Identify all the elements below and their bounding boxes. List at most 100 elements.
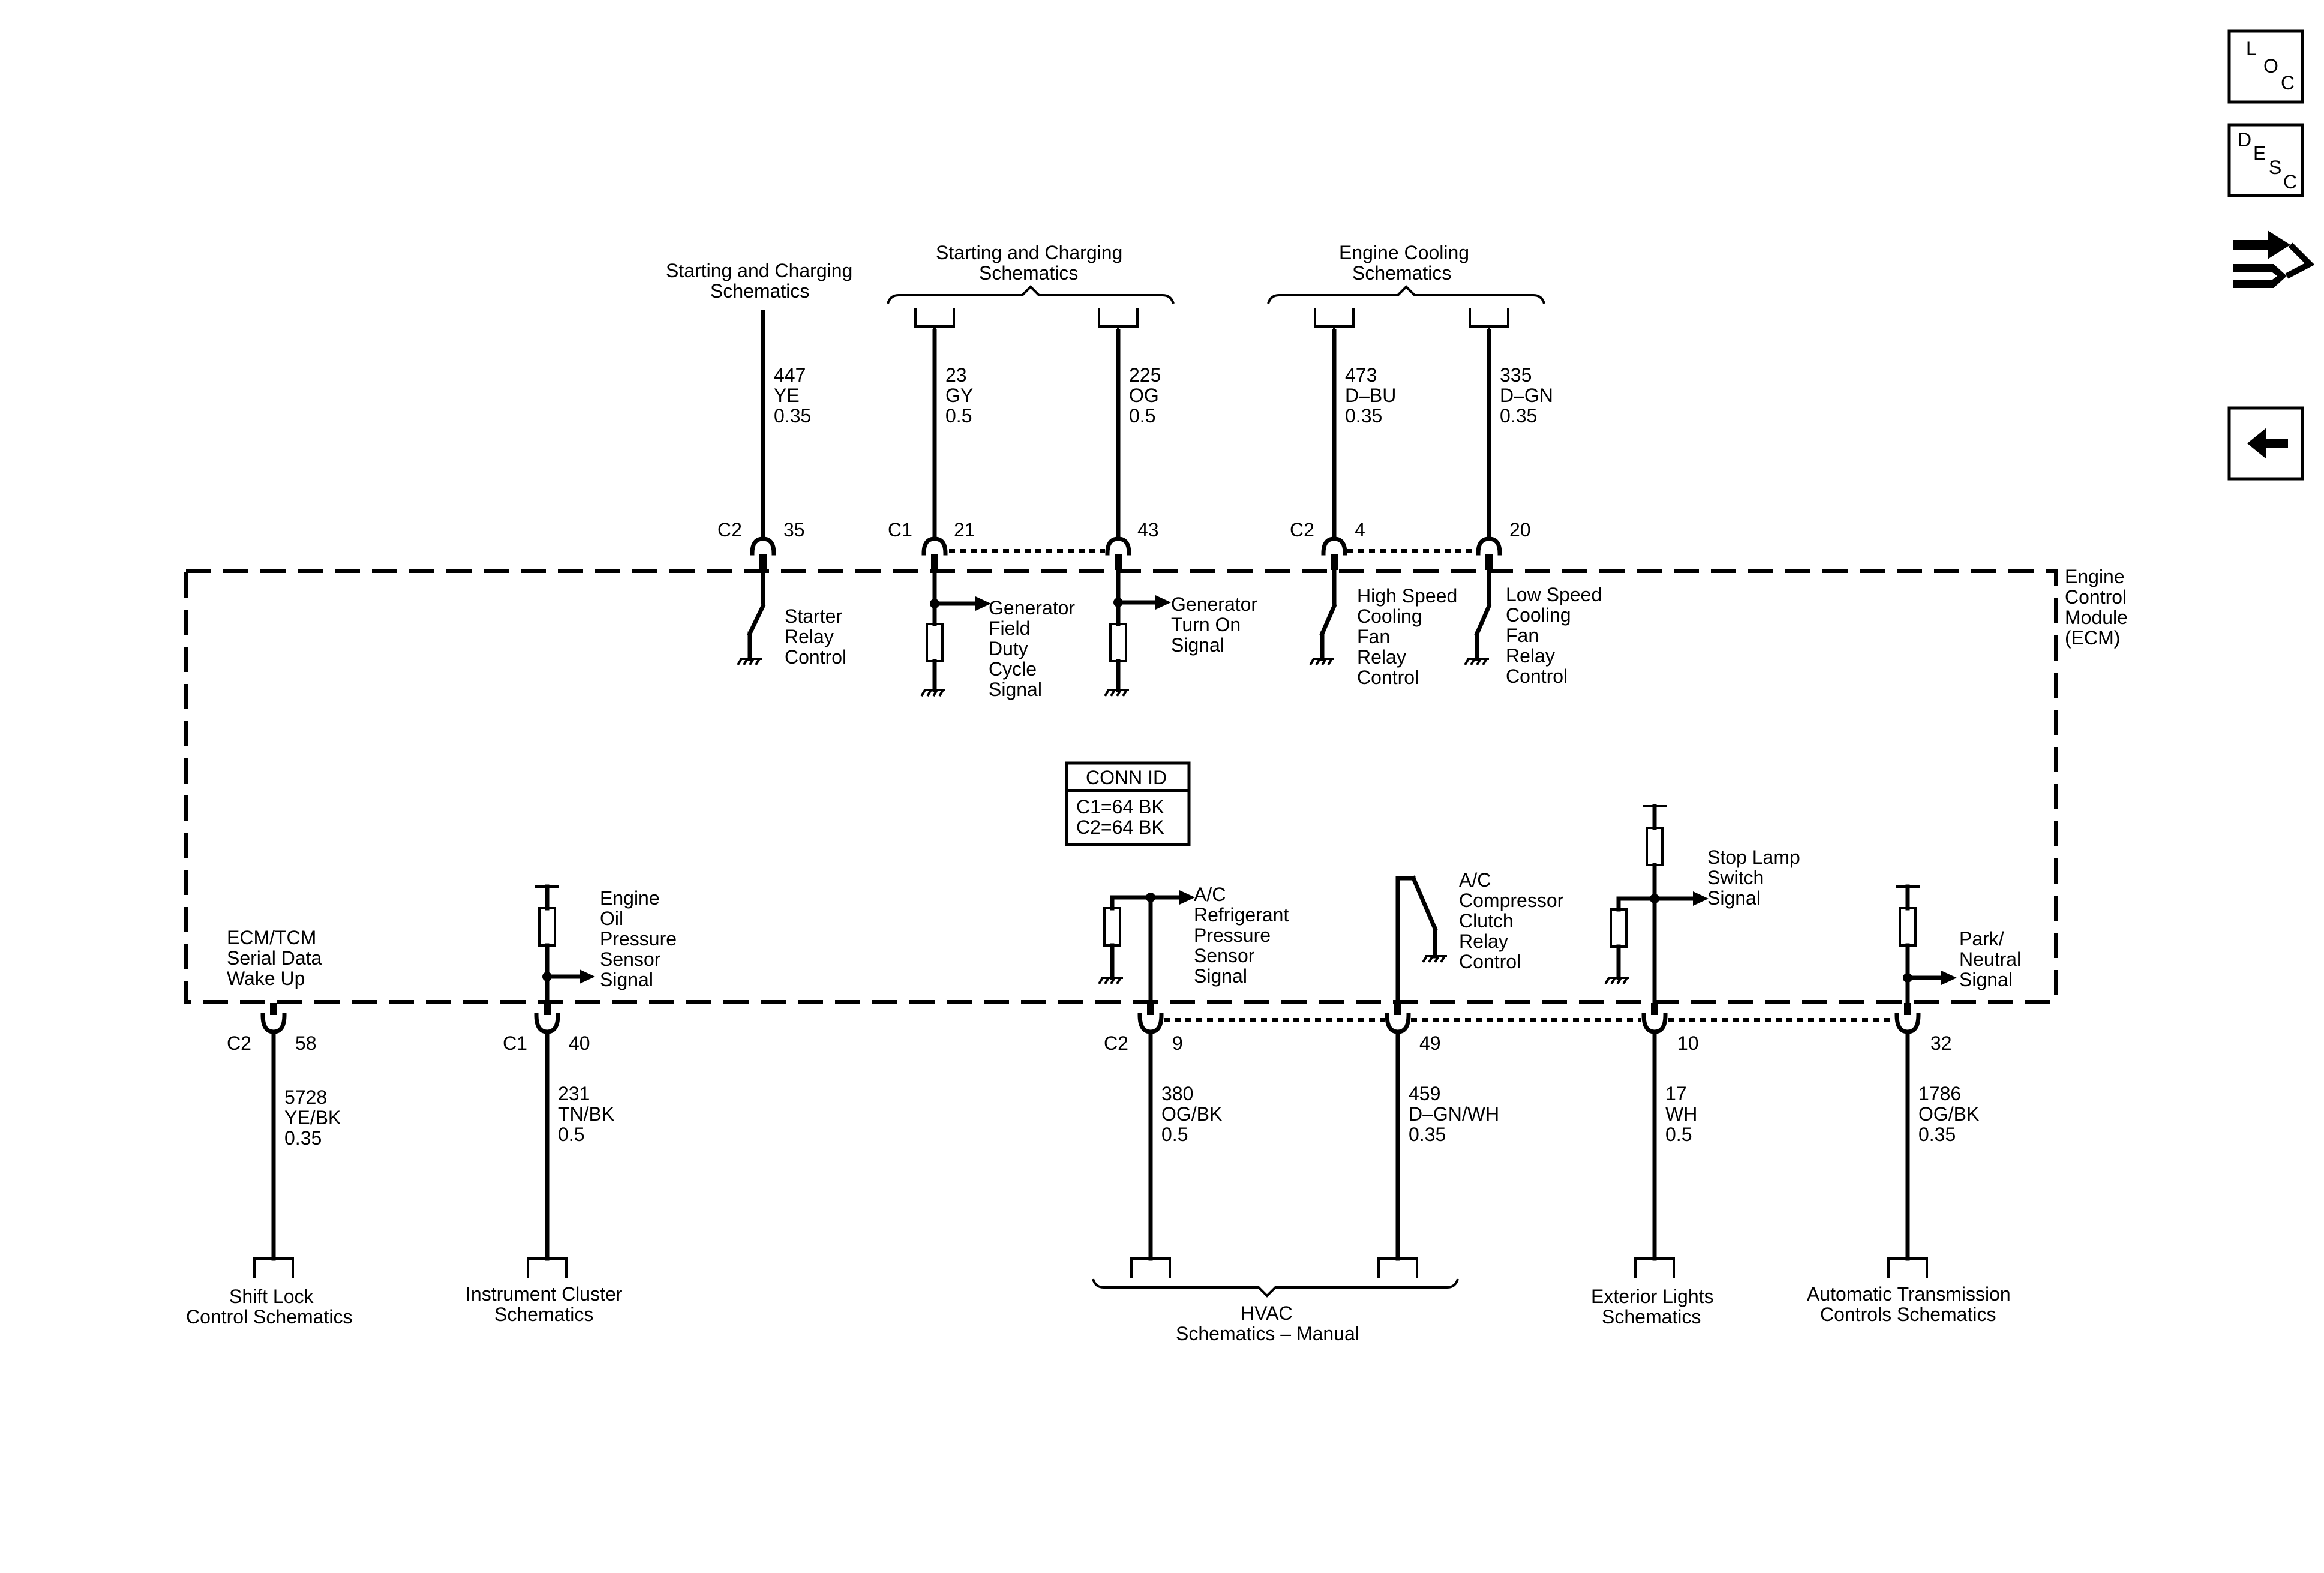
svg-text:Signal: Signal [1194,965,1247,987]
svg-text:Control: Control [785,646,846,668]
svg-text:Cycle: Cycle [989,658,1037,680]
back-arrow-icon [2247,428,2288,459]
circuit-starter-relay: 447 YE 0.35 C2 35 Starter Relay Control [717,364,846,668]
wire-447-color: YE [774,385,800,406]
bottom-terminals [253,1257,1928,1278]
svg-text:HVAC: HVAC [1241,1302,1293,1324]
svg-text:D–GN/WH: D–GN/WH [1409,1103,1499,1125]
svg-text:Shift Lock: Shift Lock [229,1286,314,1307]
svg-text:459: 459 [1409,1083,1440,1104]
svg-text:OG: OG [1129,385,1159,406]
top-connector-cups [750,536,1502,570]
svg-text:C2: C2 [1104,1032,1128,1054]
conn-id-box: CONN ID C1=64 BK C2=64 BK [1065,761,1191,846]
svg-text:21: 21 [954,519,975,541]
svg-text:Generator: Generator [1171,593,1257,615]
svg-text:231: 231 [558,1083,590,1104]
svg-text:0.5: 0.5 [1161,1124,1188,1145]
svg-text:32: 32 [1930,1032,1952,1054]
svg-text:Engine Cooling: Engine Cooling [1339,242,1469,263]
wire-447-number: 447 [774,364,806,386]
svg-text:Fan: Fan [1357,626,1390,647]
svg-text:Serial Data: Serial Data [227,947,322,969]
top-destination-engine-cooling[interactable]: Engine Cooling Schematics [1267,242,1545,304]
back-button[interactable] [2227,406,2304,481]
svg-text:A/C: A/C [1194,884,1226,905]
svg-text:Wake Up: Wake Up [227,968,305,989]
circuit-serial-data-wake-up: ECM/TCM Serial Data Wake Up C2 58 5728 Y… [227,927,341,1261]
svg-text:1786: 1786 [1918,1083,1961,1104]
svg-text:Relay: Relay [785,626,834,647]
svg-text:Signal: Signal [1707,887,1761,909]
svg-text:C2: C2 [717,519,742,541]
location-button[interactable]: L O C [2227,29,2304,104]
svg-text:Starting and Charging: Starting and Charging [936,242,1122,263]
svg-text:Fan: Fan [1506,625,1539,646]
svg-text:10: 10 [1677,1032,1699,1054]
svg-text:Neutral: Neutral [1959,948,2021,970]
svg-text:Turn On: Turn On [1171,614,1241,635]
connector-view-icon[interactable] [2233,230,2315,288]
description-button[interactable]: D E S C [2227,123,2304,197]
svg-text:0.5: 0.5 [558,1124,584,1145]
bottom-destination-shift-lock[interactable]: Shift Lock Control Schematics [186,1286,352,1328]
svg-text:35: 35 [783,519,805,541]
svg-text:Sensor: Sensor [1194,945,1255,966]
svg-text:High Speed: High Speed [1357,585,1457,607]
svg-text:C2: C2 [227,1032,251,1054]
circuit-low-speed-fan: 335 D–GN 0.35 20 Low Speed Cooling Fan R… [1464,364,1602,687]
bottom-destination-instrument-cluster[interactable]: Instrument Cluster Schematics [466,1283,623,1325]
svg-text:40: 40 [569,1032,590,1054]
circuit-park-neutral: Park/ Neutral Signal 32 1786 OG/BK 0.35 [1896,884,2021,1261]
svg-text:Control Schematics: Control Schematics [186,1306,352,1328]
svg-text:Exterior Lights: Exterior Lights [1591,1286,1714,1307]
svg-text:43: 43 [1137,519,1159,541]
bottom-destination-hvac-manual[interactable]: HVAC Schematics – Manual [1092,1278,1459,1344]
circuit-generator-field: 23 GY 0.5 C1 21 Generator Field Duty Cyc… [888,364,1075,700]
svg-text:D–BU: D–BU [1345,385,1396,406]
top-destination-starting-charging-1[interactable]: Starting and Charging Schematics [666,260,852,302]
desc-letter-e: E [2253,142,2266,164]
svg-text:473: 473 [1345,364,1377,386]
svg-text:Relay: Relay [1357,646,1406,668]
desc-letter-s: S [2269,157,2281,178]
svg-text:TN/BK: TN/BK [558,1103,614,1125]
svg-text:OG/BK: OG/BK [1918,1103,1979,1125]
conn-id-c1: C1=64 BK [1076,796,1164,818]
loc-letter-c: C [2281,72,2295,94]
svg-text:OG/BK: OG/BK [1161,1103,1222,1125]
conn-id-c2: C2=64 BK [1076,816,1164,838]
svg-text:ECM/TCM: ECM/TCM [227,927,316,948]
desc-letter-c: C [2283,171,2297,193]
svg-text:Schematics: Schematics [710,280,809,302]
svg-text:Automatic Transmission: Automatic Transmission [1807,1283,2011,1305]
top-destination-starting-charging-2[interactable]: Starting and Charging Schematics [887,242,1175,304]
ecm-label: Engine Control Module (ECM) [2065,566,2128,649]
circuit-stop-lamp-switch: Stop Lamp Switch Signal 10 17 WH 0.5 [1604,804,1800,1261]
svg-text:335: 335 [1500,364,1532,386]
bottom-destination-exterior-lights[interactable]: Exterior Lights Schematics [1591,1286,1714,1328]
svg-text:Schematics: Schematics [494,1304,593,1325]
svg-text:23: 23 [945,364,967,386]
svg-text:Duty: Duty [989,638,1028,659]
svg-text:0.35: 0.35 [284,1127,322,1149]
svg-text:Control: Control [1459,951,1521,972]
circuit-high-speed-fan: 473 D–BU 0.35 C2 4 High Speed Cooling Fa… [1290,364,1457,688]
svg-text:Field: Field [989,617,1030,639]
svg-text:GY: GY [945,385,973,406]
svg-text:Signal: Signal [1959,969,2013,990]
svg-text:17: 17 [1665,1083,1687,1104]
svg-text:Stop Lamp: Stop Lamp [1707,846,1800,868]
svg-text:Pressure: Pressure [1194,924,1271,946]
ecm-boundary [184,569,2058,1004]
svg-text:Compressor: Compressor [1459,890,1564,911]
bottom-destination-automatic-transmission[interactable]: Automatic Transmission Controls Schemati… [1807,1283,2011,1325]
svg-text:9: 9 [1172,1032,1183,1054]
svg-text:Schematics – Manual: Schematics – Manual [1176,1323,1359,1344]
circuit-engine-oil-pressure: Engine Oil Pressure Sensor Signal C1 40 … [503,884,677,1261]
conn-id-title: CONN ID [1086,767,1167,788]
svg-text:A/C: A/C [1459,869,1491,891]
svg-text:Engine: Engine [600,887,660,909]
svg-text:58: 58 [295,1032,317,1054]
